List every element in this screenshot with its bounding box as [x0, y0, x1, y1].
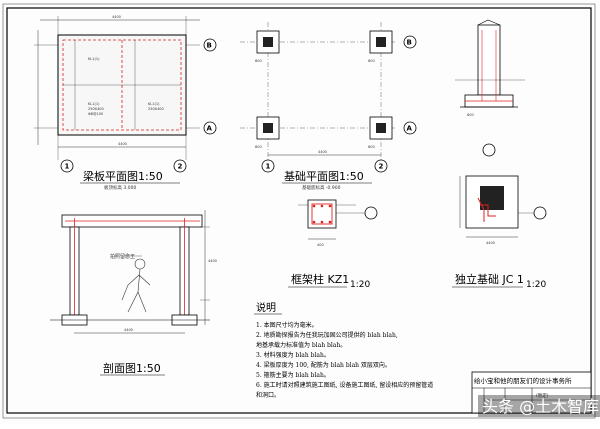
svg-text:4400: 4400 — [208, 259, 217, 263]
foundation-plan-subtitle: 基础底标高 -0.900 — [302, 184, 341, 191]
note-line: 和洞口。 — [256, 391, 280, 399]
svg-text:4400: 4400 — [118, 142, 127, 146]
foundation-plan-drawing: 600 600 600 600 B A 1 2 4400 — [240, 22, 417, 173]
note-line: 5. 箍筋主要为 blah blah。 — [256, 371, 330, 379]
column-section-drawing: 400 — [298, 199, 378, 247]
note-line: 地基承载力标准值为 blah blah。 — [256, 341, 346, 349]
column-title: 框架柱 KZ1 — [291, 272, 349, 286]
svg-text:400: 400 — [317, 243, 324, 247]
footing-scale: 1:20 — [526, 280, 546, 290]
beam-plan-axis-b: B — [207, 42, 212, 50]
svg-text:Φ8@100: Φ8@100 — [88, 112, 103, 116]
svg-text:600: 600 — [255, 145, 262, 149]
beam-plan-subtitle: 板顶标高 3.000 — [104, 184, 136, 191]
title-block-stamp: (暂定) — [536, 392, 549, 399]
notes-heading: 说明 — [256, 301, 276, 314]
svg-text:600: 600 — [255, 59, 262, 63]
svg-text:KL1(1): KL1(1) — [88, 57, 100, 61]
watermark-text: 头条 @土木智库 — [482, 397, 599, 416]
beam-plan-axis-2: 2 — [178, 163, 183, 171]
foundation-plan-axis-b: B — [407, 39, 412, 47]
svg-text:KL1(1): KL1(1) — [88, 102, 100, 106]
title-block-firm: 给小宝和他的朋友们的设计事务所 — [474, 376, 572, 385]
section-drawing: 拍照留念王 4400 4400 — [50, 210, 217, 334]
notes-list: 1. 本图尺寸均为毫米。 2. 地质勘探报告为任我玩加固公司提供的 blah b… — [256, 321, 433, 399]
watermark: 头条 @土木智库 — [478, 395, 600, 417]
foundation-plan-axis-a: A — [407, 125, 413, 133]
sheet-border — [6, 7, 592, 414]
svg-text:4400: 4400 — [124, 328, 133, 332]
svg-text:KL1(1): KL1(1) — [148, 102, 160, 106]
note-line: 4. 梁板厚度为 100, 配筋为 blah blah 双层双向。 — [256, 361, 391, 369]
note-line: 2. 地质勘探报告为任我玩加固公司提供的 blah blah, — [256, 331, 398, 339]
beam-plan-dim-top: 4400 — [112, 15, 121, 19]
footing-elevation-drawing: 600 — [455, 19, 525, 157]
foundation-plan-title: 基础平面图1:50 — [284, 170, 364, 183]
svg-text:4400: 4400 — [486, 241, 495, 245]
footing-plan-drawing: 4400 — [459, 175, 547, 245]
footing-title: 独立基础 JC 1 — [455, 272, 524, 286]
section-title: 剖面图1:50 — [103, 361, 161, 375]
title-block: 给小宝和他的朋友们的设计事务所 (暂定) — [471, 371, 592, 414]
beam-plan-axis-1: 1 — [65, 163, 70, 171]
foundation-plan-axis-2: 2 — [379, 163, 384, 171]
beam-plan-drawing: 4400 KL1(1) KL1(1) 250X400 Φ8@100 KL1(1)… — [34, 15, 217, 173]
section-figure-label: 拍照留念王 — [110, 253, 135, 260]
svg-text:4400: 4400 — [318, 150, 327, 154]
sheet-outer-border — [2, 3, 596, 419]
human-figure — [121, 258, 151, 313]
beam-plan-title: 梁板平面图1:50 — [83, 169, 163, 183]
svg-text:600: 600 — [368, 59, 375, 63]
note-line: 3. 材料强度为 blah blah。 — [256, 351, 330, 359]
beam-plan-axis-a: A — [207, 125, 213, 133]
note-line: 1. 本图尺寸均为毫米。 — [256, 321, 318, 329]
svg-text:600: 600 — [467, 113, 474, 117]
column-scale: 1:20 — [350, 280, 370, 290]
note-line: 6. 施工时请对照建筑施工图纸, 设备施工图纸, 留设相应的预留管道 — [256, 381, 433, 389]
svg-text:250X400: 250X400 — [88, 107, 104, 111]
foundation-plan-axis-1: 1 — [266, 163, 271, 171]
svg-text:250X400: 250X400 — [148, 107, 164, 111]
svg-text:600: 600 — [368, 145, 375, 149]
